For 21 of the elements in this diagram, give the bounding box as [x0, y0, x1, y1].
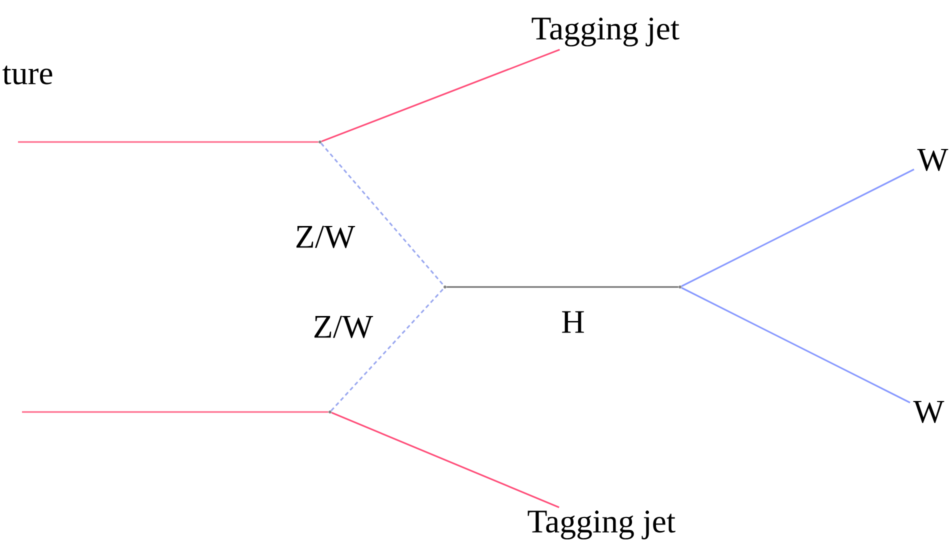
edge-label: Z/W [296, 226, 356, 248]
edge-label: H [562, 311, 584, 333]
propagator-line [330, 288, 444, 412]
propagator-line [18, 141, 318, 143]
propagator-line [321, 48, 560, 142]
caption-fragment: ture [2, 66, 52, 84]
propagator-line [446, 286, 678, 288]
propagator-line [331, 412, 560, 508]
vertex [328, 410, 332, 414]
propagator-line [22, 411, 328, 413]
particle-label: Tagging jet [528, 510, 676, 540]
vertex [678, 286, 682, 288]
edge-label: Z/W [314, 316, 374, 338]
vertex [444, 286, 446, 288]
vertex [318, 140, 322, 144]
propagator-line [681, 287, 910, 404]
propagator-line [320, 142, 444, 286]
particle-label: W [917, 148, 948, 171]
propagator-line [681, 168, 914, 287]
particle-label: W [913, 400, 944, 423]
particle-label: Tagging jet [532, 18, 680, 46]
